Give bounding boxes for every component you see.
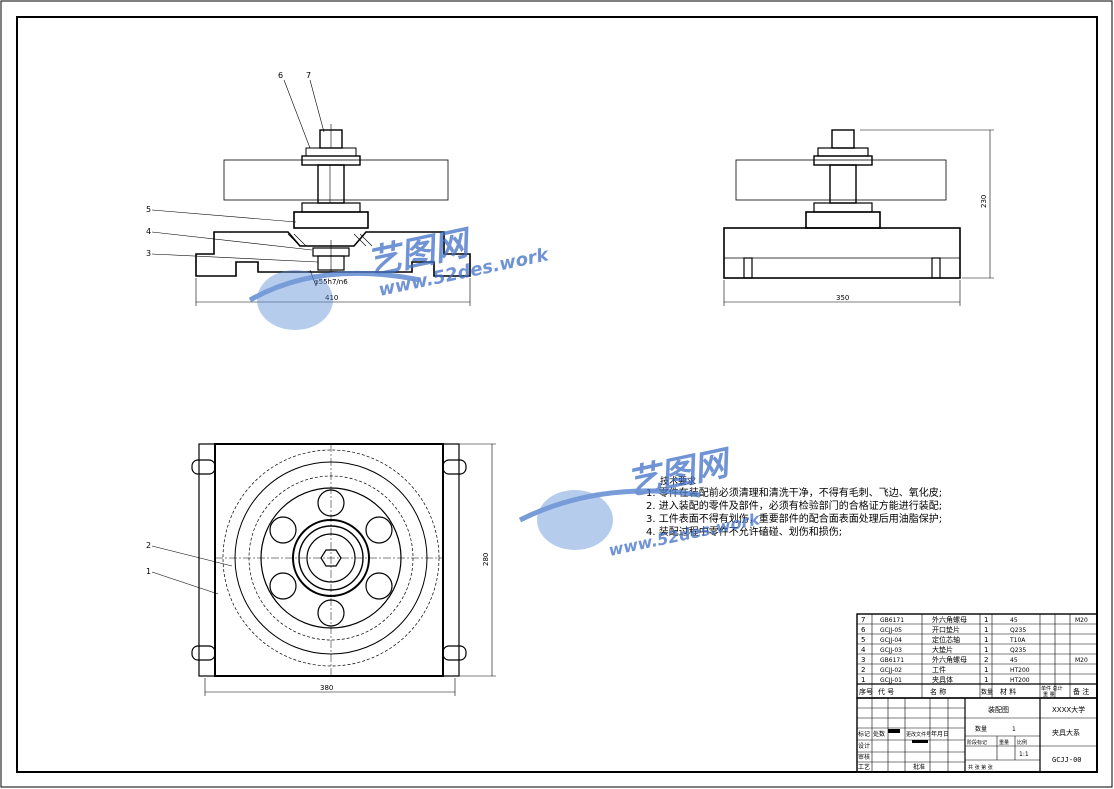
bom-cell-no: 2 — [861, 666, 865, 674]
tech-req-item: 3. 工件表面不得有划伤，重要部件的配合面表面处理后用油脂保护; — [646, 512, 942, 525]
part-label-6: 6 — [278, 71, 283, 80]
tb-count: 处数 — [873, 730, 885, 738]
bom-cell-no: 3 — [861, 656, 865, 664]
tech-req-item: 4. 装配过程中零件不允许磕碰、划伤和损伤; — [646, 525, 842, 538]
bom-header-no: 序号 — [859, 687, 873, 696]
watermark-1: 艺图网 www.52des.work — [248, 222, 551, 330]
bom-cell-name: 外六角螺母 — [932, 655, 967, 664]
tb-change-doc: 更改文件号 — [906, 731, 931, 738]
bom-cell-no: 4 — [861, 646, 866, 654]
bom-cell-qty: 2 — [984, 656, 988, 664]
tb-stage-mark: 阶段标记 — [967, 739, 987, 746]
bom-cell-no: 7 — [861, 616, 865, 624]
bom-cell-note: M20 — [1075, 617, 1088, 624]
dim-410: 410 — [325, 294, 338, 302]
tb-design: 设计 — [858, 742, 870, 750]
bom-cell-material: HT200 — [1010, 677, 1030, 684]
title-block-text: 装配图 XXXX大学 标记 处数 更改文件号 年月日 设计 审核 工艺 批准 数… — [858, 705, 1085, 771]
bom-header-material: 材 料 — [1000, 687, 1016, 696]
tb-sheets: 共 张 第 张 — [968, 764, 993, 771]
tb-process: 工艺 — [858, 763, 870, 771]
school-name: XXXX大学 — [1052, 705, 1085, 714]
tb-mark: 标记 — [858, 730, 870, 738]
bom-cell-name: 大垫片 — [932, 645, 953, 654]
bom-cell-qty: 1 — [984, 616, 988, 624]
inner-frame — [16, 16, 1098, 773]
tb-weight: 重量 — [999, 739, 1009, 746]
top-view — [151, 443, 496, 696]
tb-approve: 批准 — [913, 763, 925, 771]
fit-annotation: φ55h7/n6 — [314, 278, 348, 286]
tech-req-item: 2. 进入装配的零件及部件，必须有检验部门的合格证方能进行装配; — [646, 499, 942, 512]
bom-cell-qty: 1 — [984, 646, 988, 654]
bom-cell-code: GCJJ-02 — [880, 667, 902, 674]
tb-qty-label: 数量 — [975, 725, 987, 733]
bom-cell-material: 45 — [1010, 617, 1018, 624]
bom-header-qty: 数量 — [981, 688, 993, 696]
bom-cell-no: 5 — [861, 636, 865, 644]
bom-cell-name: 定位芯轴 — [932, 635, 960, 644]
bom-cell-name: 工件 — [932, 665, 946, 674]
side-view — [723, 129, 994, 306]
tb-date: 年月日 — [931, 730, 949, 738]
bill-of-materials — [856, 613, 1098, 699]
tb-scale-value: 1:1 — [1019, 751, 1029, 758]
bom-cell-material: 45 — [1010, 657, 1018, 664]
tech-req-item: 1. 零件在装配前必须清理和清洗干净，不得有毛刺、飞边、氧化皮; — [646, 486, 942, 499]
part-label-2: 2 — [146, 541, 151, 550]
bom-cell-code: GCJJ-05 — [880, 627, 902, 634]
dim-380: 380 — [320, 684, 333, 692]
bom-cell-name: 开口垫片 — [932, 625, 960, 634]
bom-cell-material: HT200 — [1010, 667, 1030, 674]
bom-header-note: 备 注 — [1073, 687, 1089, 696]
bom-header-name: 名 称 — [930, 687, 946, 696]
part-label-1: 1 — [146, 567, 151, 576]
bom-cell-code: GCJJ-03 — [880, 647, 902, 654]
title-block — [856, 697, 1098, 773]
dim-350: 350 — [836, 294, 849, 302]
bom-cell-material: Q235 — [1010, 627, 1026, 634]
dim-280: 280 — [482, 553, 490, 566]
dim-230: 230 — [980, 195, 988, 208]
front-view — [151, 79, 471, 306]
drawing-name: 装配图 — [988, 705, 1009, 714]
bom-cell-qty: 1 — [984, 676, 988, 684]
tech-req-title: 技术要求 — [660, 475, 696, 487]
bom-cell-material: T10A — [1009, 637, 1026, 644]
bom-cell-name: 外六角螺母 — [932, 615, 967, 624]
bom-cell-qty: 1 — [984, 636, 988, 644]
drawing-number: GCJJ-00 — [1052, 756, 1082, 764]
bom-header-weight-sub: 重 量 — [1043, 691, 1055, 698]
bom-cell-note: M20 — [1075, 657, 1088, 664]
bom-cell-material: Q235 — [1010, 647, 1026, 654]
bom-header-weight: 单件 总计 — [1041, 685, 1063, 692]
bom-cell-code: GCJJ-04 — [880, 637, 902, 644]
bom-header-code: 代 号 — [878, 687, 894, 696]
bom-cell-qty: 1 — [984, 666, 988, 674]
bom-cell-qty: 1 — [984, 626, 988, 634]
part-label-4: 4 — [146, 227, 151, 236]
part-label-3: 3 — [146, 249, 151, 258]
tb-qty-value: 1 — [1012, 726, 1016, 733]
part-label-5: 5 — [146, 205, 151, 214]
bom-cell-code: GB6171 — [880, 617, 904, 624]
bom-cell-name: 夹具体 — [932, 675, 953, 684]
bom-cell-no: 1 — [861, 676, 865, 684]
tb-check: 审核 — [858, 753, 870, 761]
technical-requirements: 技术要求 1. 零件在装配前必须清理和清洗干净，不得有毛刺、飞边、氧化皮; 2.… — [646, 475, 942, 538]
bom-cell-no: 6 — [861, 626, 866, 634]
bom-cell-code: GB6171 — [880, 657, 904, 664]
bom-cell-code: GCJJ-01 — [880, 677, 902, 684]
tb-scale: 比例 — [1017, 739, 1027, 746]
front-view-labels: 6 7 5 4 3 410 φ55h7/n6 — [146, 71, 348, 302]
tb-product: 夹具大系 — [1052, 728, 1080, 737]
part-label-7: 7 — [306, 71, 311, 80]
bom-header: 序号 代 号 名 称 数量 材 料 单件 总计 重 量 备 注 — [859, 685, 1089, 698]
